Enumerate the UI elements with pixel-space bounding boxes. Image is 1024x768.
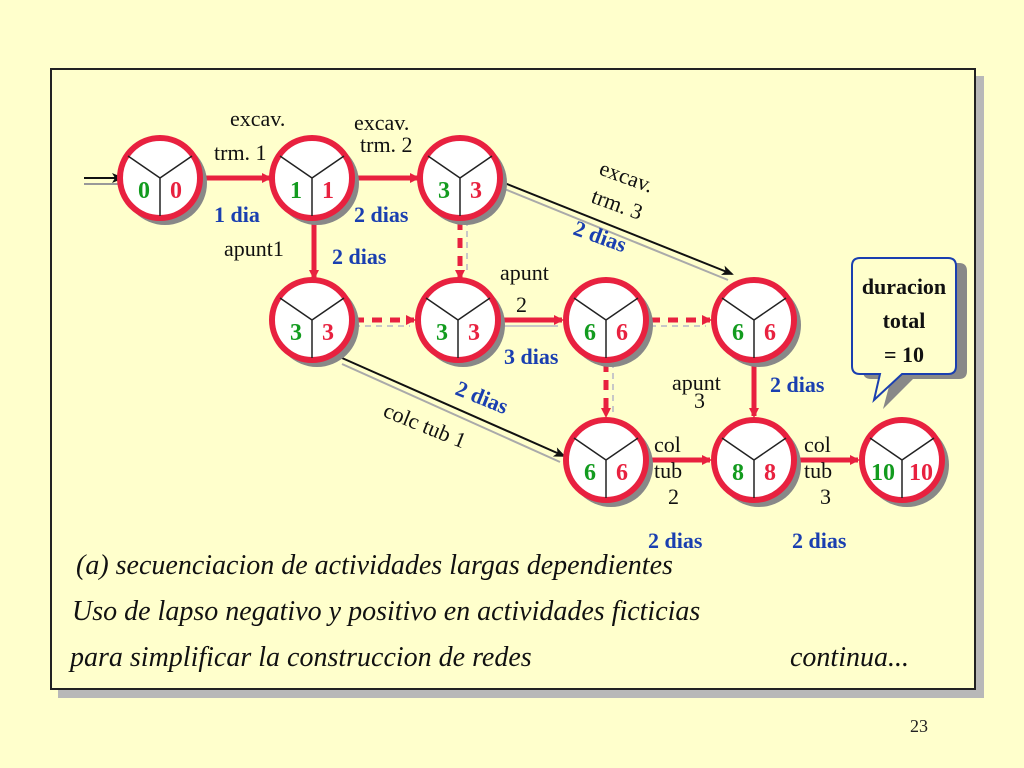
caption-line1: (a) secuenciacion de actividades largas … (76, 550, 673, 581)
callout-line1: duracion (862, 274, 946, 299)
node-5-late: 3 (468, 320, 480, 346)
callout-line2: total (883, 308, 926, 333)
node-4-early: 3 (290, 320, 302, 346)
node-10-late: 10 (909, 460, 933, 486)
node-5: 3 3 (415, 277, 505, 367)
node-10: 10 10 (859, 417, 949, 507)
page-number: 23 (910, 716, 928, 736)
node-7: 6 6 (563, 417, 653, 507)
colc2-name-1: col (654, 432, 681, 457)
apunt2-duration: 3 dias (504, 344, 559, 369)
colc1-duration: 2 dias (452, 375, 512, 419)
apunt3-duration: 2 dias (770, 372, 825, 397)
node-2: 1 1 (269, 135, 359, 225)
colc3-name-1: col (804, 432, 831, 457)
apunt1-duration: 2 dias (332, 244, 387, 269)
colc3-duration: 2 dias (792, 528, 847, 553)
node-3: 3 3 (417, 135, 507, 225)
node-1: 0 0 (117, 135, 207, 225)
node-10-early: 10 (871, 460, 895, 486)
apunt3-name-1: apunt (672, 370, 721, 395)
network-diagram: 0 0 1 1 3 3 3 3 3 3 (84, 106, 967, 553)
colc2-duration: 2 dias (648, 528, 703, 553)
caption-continua: continua... (790, 642, 909, 673)
colc3-name-2: tub (804, 458, 832, 483)
excav2-duration: 2 dias (354, 202, 409, 227)
node-4-late: 3 (322, 320, 334, 346)
node-3-late: 3 (470, 178, 482, 204)
node-7-late: 6 (616, 460, 628, 486)
node-9-late: 8 (764, 460, 776, 486)
node-1-early: 0 (138, 178, 150, 204)
node-9: 8 8 (711, 417, 801, 507)
apunt2-name-1: apunt (500, 260, 549, 285)
colc2-name-3: 2 (668, 484, 679, 509)
node-6-early: 6 (584, 320, 596, 346)
excav1-name-2: trm. 1 (214, 140, 267, 165)
node-8: 6 6 (711, 277, 801, 367)
node-3-early: 3 (438, 178, 450, 204)
total-duration-callout: duracion total = 10 (851, 257, 967, 409)
node-2-early: 1 (290, 178, 302, 204)
node-6: 6 6 (563, 277, 653, 367)
node-4: 3 3 (269, 277, 359, 367)
colc2-name-2: tub (654, 458, 682, 483)
node-7-early: 6 (584, 460, 596, 486)
callout-line3: = 10 (884, 342, 924, 367)
node-5-early: 3 (436, 320, 448, 346)
node-6-late: 6 (616, 320, 628, 346)
excav1-name-1: excav. (230, 106, 285, 131)
node-2-late: 1 (322, 178, 334, 204)
caption-line2: Uso de lapso negativo y positivo en acti… (72, 596, 701, 627)
apunt1-name: apunt1 (224, 236, 284, 261)
arrow-excav3 (501, 181, 734, 275)
node-8-late: 6 (764, 320, 776, 346)
arrow-colc1 (341, 357, 566, 457)
caption-line3: para simplificar la construccion de rede… (70, 642, 532, 673)
slide-frame: 0 0 1 1 3 3 3 3 3 3 (50, 68, 976, 690)
node-8-early: 6 (732, 320, 744, 346)
excav2-name-1: excav. (354, 110, 409, 135)
colc3-name-3: 3 (820, 484, 831, 509)
apunt2-name-2: 2 (516, 292, 527, 317)
apunt3-name-2: 3 (694, 388, 705, 413)
excav2-name-2: trm. 2 (360, 132, 413, 157)
node-1-late: 0 (170, 178, 182, 204)
node-9-early: 8 (732, 460, 744, 486)
colc1-name: colc tub 1 (380, 397, 470, 453)
excav1-duration: 1 dia (214, 202, 260, 227)
